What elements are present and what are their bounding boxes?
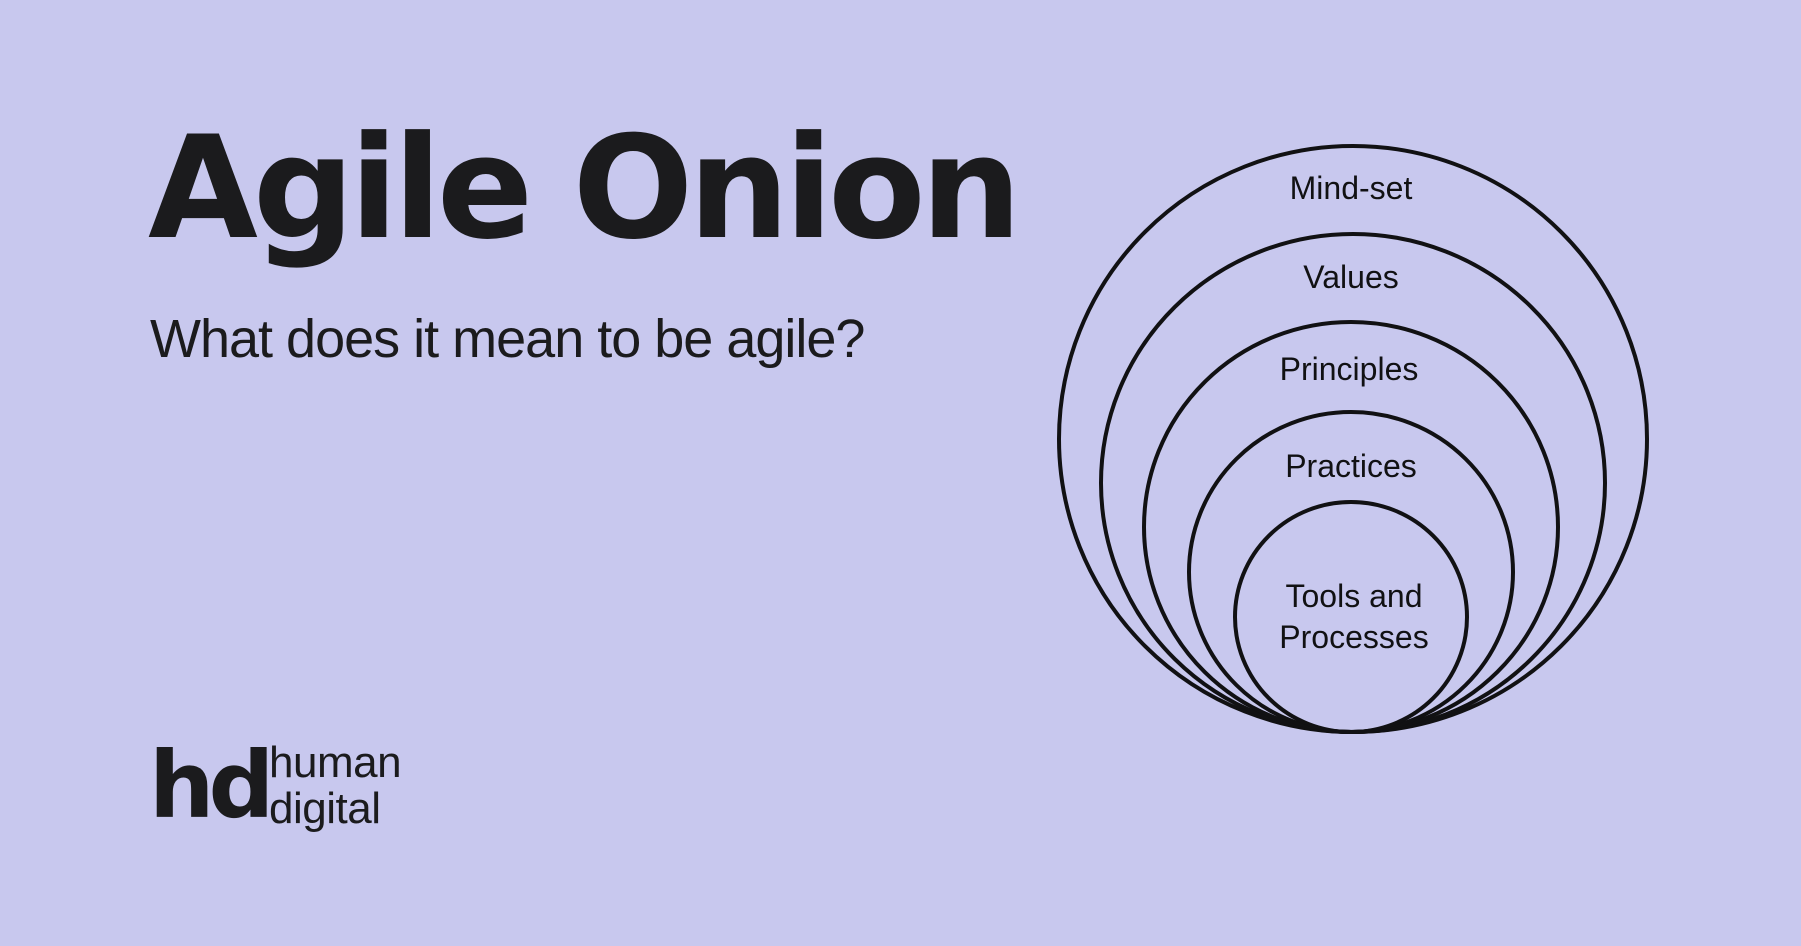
logo-word-line-1: human — [269, 738, 402, 787]
logo-wordmark: human digital — [269, 738, 402, 833]
page-subtitle: What does it mean to be agile? — [150, 309, 865, 369]
logo-word-line-2: digital — [269, 784, 381, 833]
page-title: Agile Onion — [148, 106, 1022, 271]
logo-mark: hd — [149, 732, 274, 839]
ring-tools-and-processes — [1233, 500, 1469, 734]
layer-label-values: Values — [1303, 259, 1398, 295]
layer-label-practices: Practices — [1285, 448, 1417, 484]
layer-label-mind-set: Mind-set — [1290, 170, 1413, 206]
human-digital-logo: hd human digital — [149, 740, 429, 840]
layer-label-principles: Principles — [1280, 351, 1419, 387]
